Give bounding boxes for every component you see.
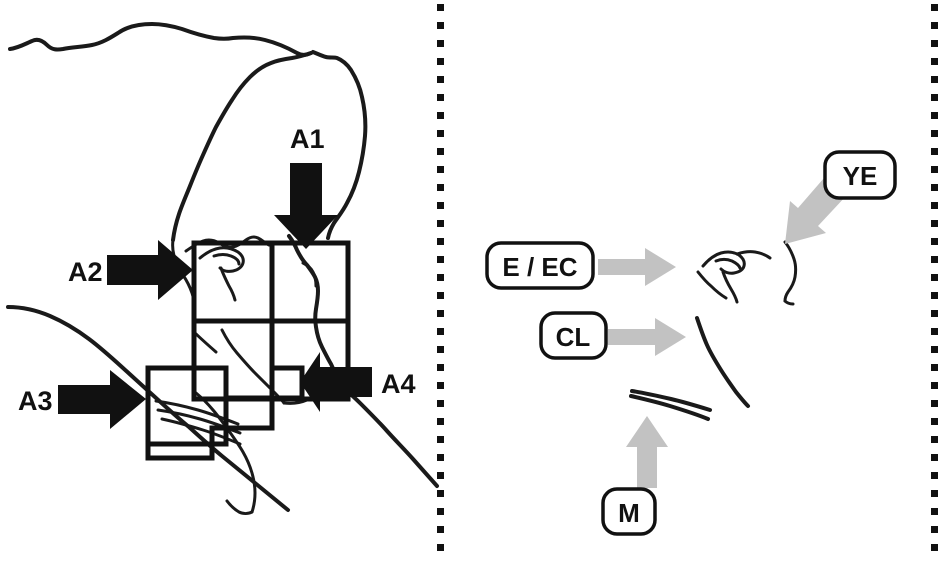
roi-box-center — [191, 318, 275, 402]
callout-cl-label: CL — [556, 322, 591, 352]
callout-ye-box — [823, 150, 897, 200]
callout-m: M — [601, 487, 657, 536]
callout-ye: YE — [823, 150, 897, 200]
callout-e-ec-box — [485, 241, 595, 290]
arrow-a4 — [300, 352, 372, 412]
arrow-label-a3: A3 — [18, 386, 53, 416]
roi-box-a3-lower — [145, 365, 275, 461]
roi-box-group — [145, 240, 351, 461]
divider-middle — [437, 4, 444, 551]
right-panel-fragments — [629, 240, 798, 421]
arrow-label-a2: A2 — [68, 257, 103, 287]
callout-m-box — [601, 487, 657, 536]
arrow-a3 — [58, 370, 146, 429]
callout-e-ec: E / EC — [485, 241, 595, 290]
arrow-label-a4: A4 — [381, 369, 416, 399]
arrow-a1 — [274, 163, 338, 249]
callout-ye-label: YE — [843, 161, 878, 191]
arrow-a2 — [107, 240, 193, 300]
roi-box-a1 — [269, 240, 351, 324]
divider-right — [931, 4, 938, 551]
left-panel-head-outline — [6, 22, 439, 515]
callout-cl-box — [539, 311, 608, 360]
arrow-label-a1: A1 — [290, 124, 325, 154]
arrow-e-ec — [598, 248, 676, 286]
arrow-cl — [608, 318, 686, 356]
arrow-m — [626, 416, 668, 488]
roi-box-center-right — [269, 318, 351, 402]
callout-cl: CL — [539, 311, 608, 360]
callout-m-label: M — [618, 498, 640, 528]
callout-e-ec-label: E / EC — [502, 252, 577, 282]
